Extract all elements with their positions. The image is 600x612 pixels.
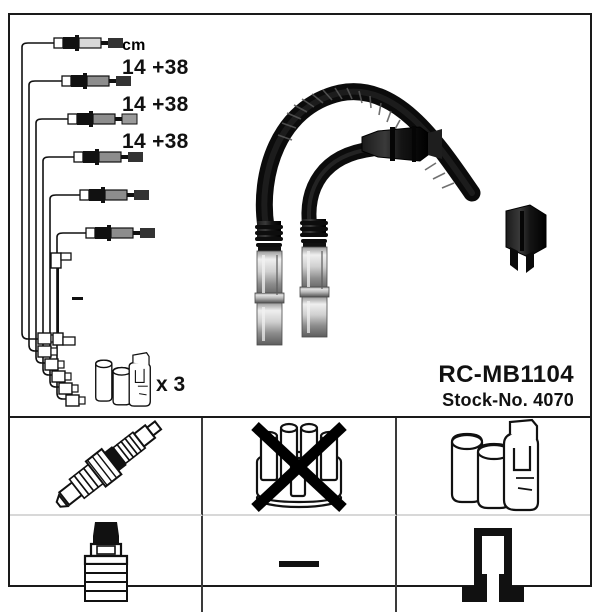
distributor-cap-cell bbox=[203, 418, 397, 516]
cable-set-schematic bbox=[21, 35, 547, 407]
distributor-cap-icon bbox=[251, 421, 347, 513]
application-icon-grid bbox=[10, 416, 590, 612]
plug-boot-right bbox=[299, 219, 330, 338]
cable-length-label-3: 14 +38 bbox=[122, 130, 189, 153]
quantity-label: x 3 bbox=[156, 373, 186, 396]
part-number-block: RC-MB1104 Stock-No. 4070 bbox=[438, 362, 574, 411]
ignition-coil-cell bbox=[396, 418, 590, 516]
cable-length-label-2: 14 +38 bbox=[122, 93, 189, 116]
unit-header-label: cm bbox=[122, 37, 146, 54]
coil-pack-schematic bbox=[95, 352, 151, 407]
crossed-out-marker bbox=[251, 421, 347, 513]
terminal-connector-icon bbox=[462, 528, 525, 602]
diagram-frame: cm 14 +38 14 +38 14 +38 x 3 RC-MB1104 St… bbox=[8, 13, 592, 612]
ignition-coil-pack-icon bbox=[451, 418, 540, 512]
plug-boot-left bbox=[254, 221, 285, 346]
spark-plug-icon bbox=[55, 420, 163, 508]
part-code: RC-MB1104 bbox=[438, 361, 574, 388]
cable-length-label-1: 14 +38 bbox=[122, 56, 189, 79]
rubber-boot-icon bbox=[83, 522, 128, 602]
upper-panel: cm 14 +38 14 +38 14 +38 x 3 RC-MB1104 St… bbox=[10, 15, 590, 416]
terminal-connector-cell bbox=[397, 516, 590, 612]
spark-plug-connector-cell bbox=[10, 418, 204, 516]
dash-icon bbox=[278, 561, 319, 567]
not-applicable-cell bbox=[203, 516, 397, 612]
short-cable-schematic bbox=[50, 252, 83, 346]
rubber-boot-cell bbox=[10, 516, 204, 612]
cable-photo-illustration bbox=[254, 83, 547, 346]
stock-number: Stock-No. 4070 bbox=[442, 390, 574, 411]
